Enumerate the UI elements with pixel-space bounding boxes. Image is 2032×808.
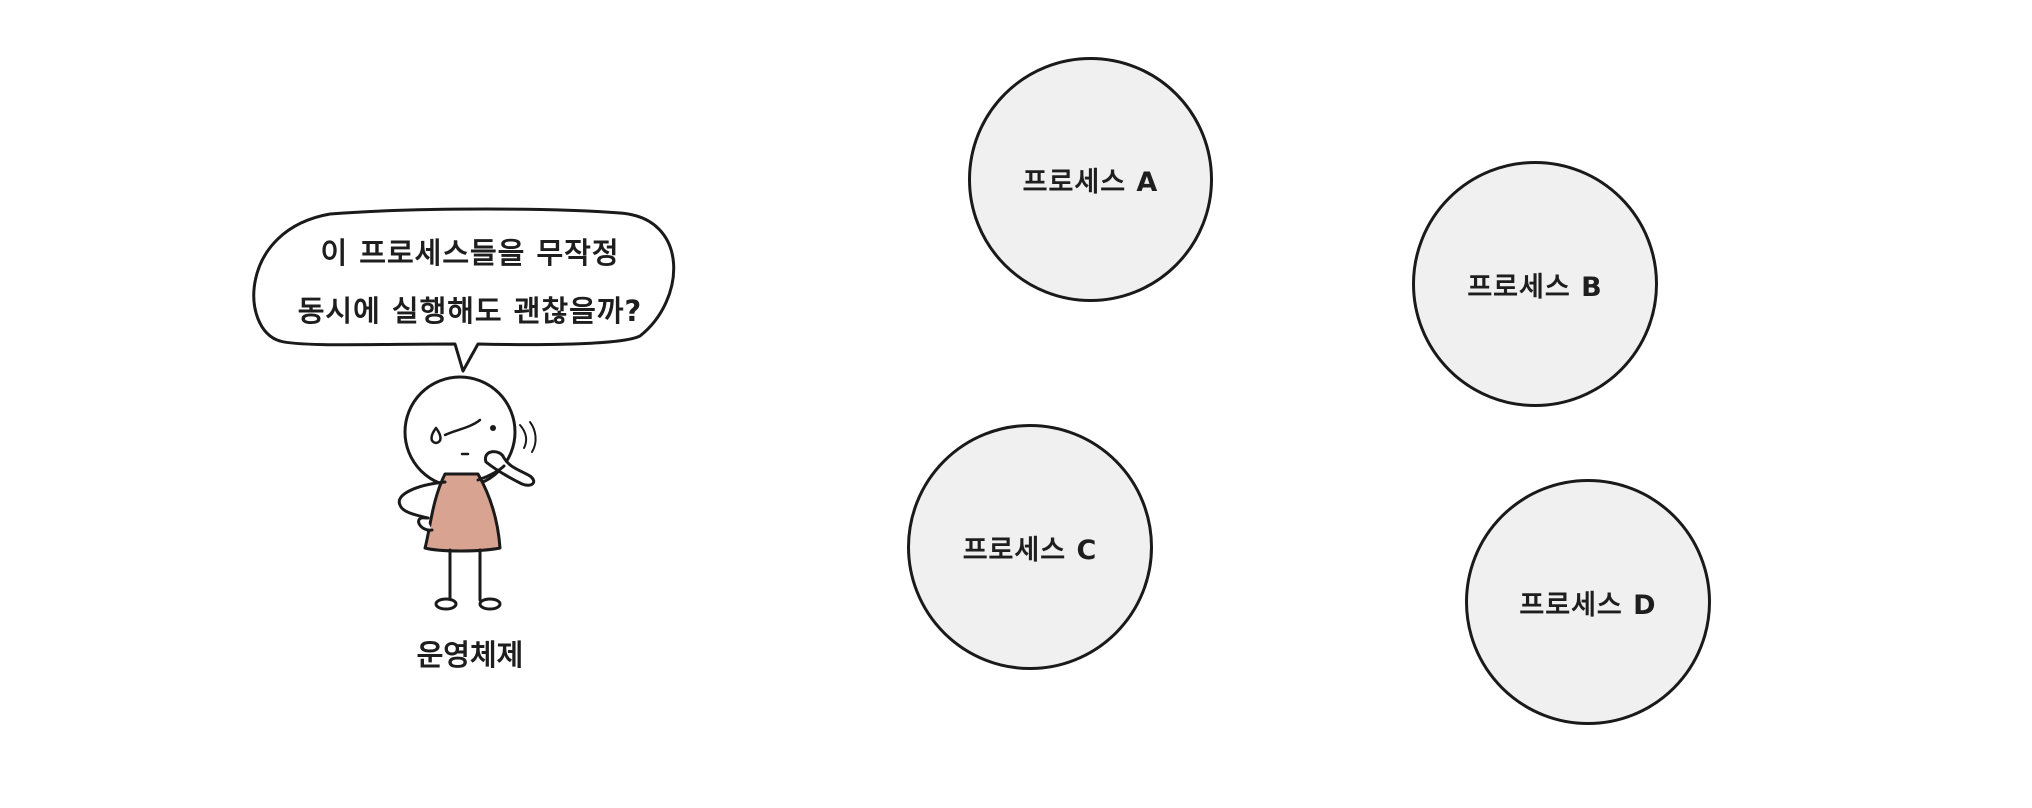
character-left-eye [443, 418, 482, 437]
character-right-eye [490, 425, 496, 431]
character-shirt [423, 472, 502, 553]
character-left-hand [417, 516, 434, 532]
process-a-label: 프로세스 A [1022, 167, 1159, 198]
process-d-node: 프로세스 D [1465, 479, 1711, 725]
process-a-node: 프로세스 A [968, 57, 1213, 302]
character-left-foot [434, 597, 458, 611]
process-b-label: 프로세스 B [1467, 271, 1603, 303]
worry-mark-icon [519, 424, 528, 449]
character-caption: 운영체제 [416, 638, 524, 672]
process-c-node: 프로세스 C [907, 424, 1153, 670]
process-d-label: 프로세스 D [1519, 589, 1657, 621]
character-left-arm [397, 480, 447, 520]
character-right-foot [478, 597, 502, 611]
sweat-drop-icon [430, 426, 442, 445]
process-b-node: 프로세스 B [1412, 161, 1658, 407]
process-c-label: 프로세스 C [962, 534, 1098, 566]
speech-bubble-line-1: 이 프로세스들을 무작정 [320, 236, 620, 270]
speech-bubble [252, 207, 676, 373]
character-right-arm [476, 464, 506, 482]
character-hand-chin [483, 450, 536, 487]
speech-bubble-line-2: 동시에 실행해도 괜찮을까? [297, 294, 643, 328]
os-character [397, 375, 537, 611]
